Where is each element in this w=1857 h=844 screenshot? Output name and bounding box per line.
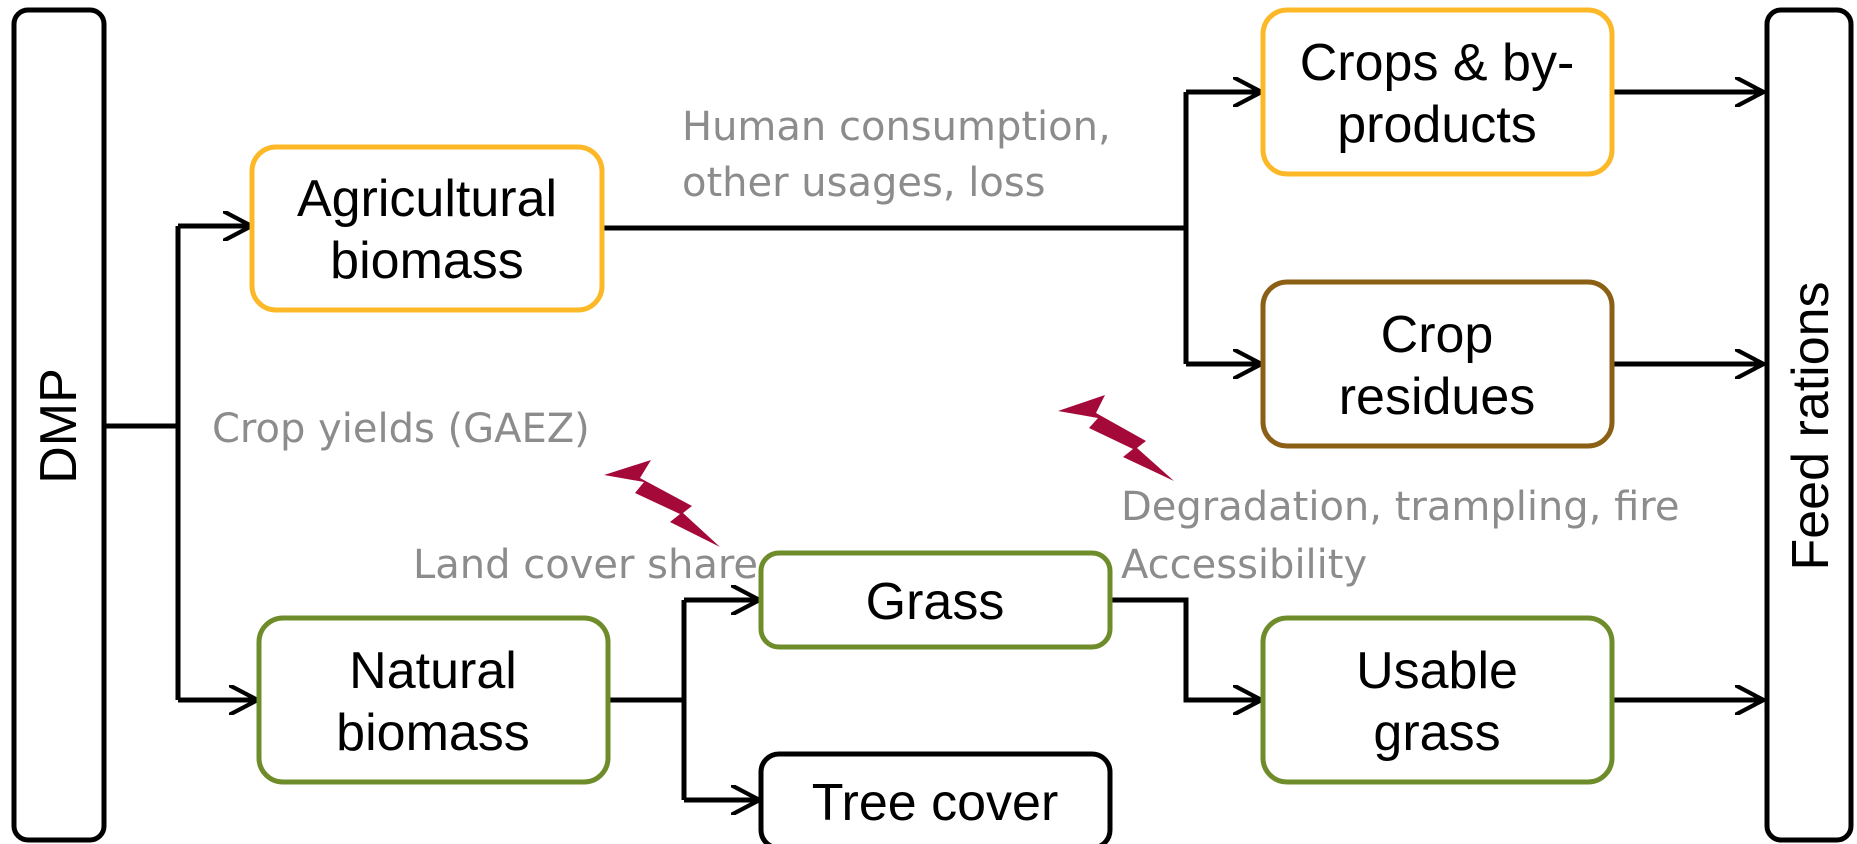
agricultural-biomass-node: Agricultural biomass <box>249 144 605 313</box>
agricultural-biomass-line-1: Agricultural <box>297 170 557 228</box>
crop-yields-annotation: Crop yields (GAEZ) <box>212 406 590 452</box>
usable-grass-line-2: grass <box>1373 704 1500 762</box>
usable-grass-line-1: Usable <box>1356 642 1518 700</box>
degradation-line-1: Degradation, trampling, fire <box>1121 484 1679 530</box>
connectors <box>104 92 1762 800</box>
agricultural-biomass-line-2: biomass <box>330 232 524 290</box>
feed-rations-node: Feed rations <box>1764 7 1854 843</box>
grass-label: Grass <box>866 573 1005 631</box>
grass-node: Grass <box>758 550 1113 650</box>
lightning-icon <box>1058 395 1174 481</box>
tree-cover-node: Tree cover <box>758 751 1113 844</box>
crops-byproducts-line-1: Crops & by- <box>1300 34 1575 92</box>
feed-rations-label: Feed rations <box>1782 281 1840 570</box>
natural-biomass-line-1: Natural <box>349 642 517 700</box>
dmp-node: DMP <box>11 7 107 843</box>
tree-cover-label: Tree cover <box>812 774 1059 832</box>
crop-residues-node: Crop residues <box>1260 279 1615 449</box>
crops-byproducts-node: Crops & by- products <box>1260 7 1615 177</box>
natural-biomass-line-2: biomass <box>336 704 530 762</box>
degradation-line-2: Accessibility <box>1121 542 1367 588</box>
land-cover-share-annotation: Land cover share <box>413 542 758 588</box>
dmp-label: DMP <box>30 368 88 484</box>
crop-residues-line-1: Crop <box>1381 306 1494 364</box>
annotations: Human consumption, other usages, loss Cr… <box>212 104 1679 588</box>
arrow-to-usable-grass <box>1110 597 1260 700</box>
human-consumption-line-2: other usages, loss <box>682 160 1046 206</box>
natural-biomass-node: Natural biomass <box>256 615 611 785</box>
crops-byproducts-line-2: products <box>1337 96 1536 154</box>
usable-grass-node: Usable grass <box>1260 615 1615 785</box>
human-consumption-line-1: Human consumption, <box>682 104 1111 150</box>
lightning-icon <box>604 460 720 547</box>
crop-residues-line-2: residues <box>1339 368 1536 426</box>
